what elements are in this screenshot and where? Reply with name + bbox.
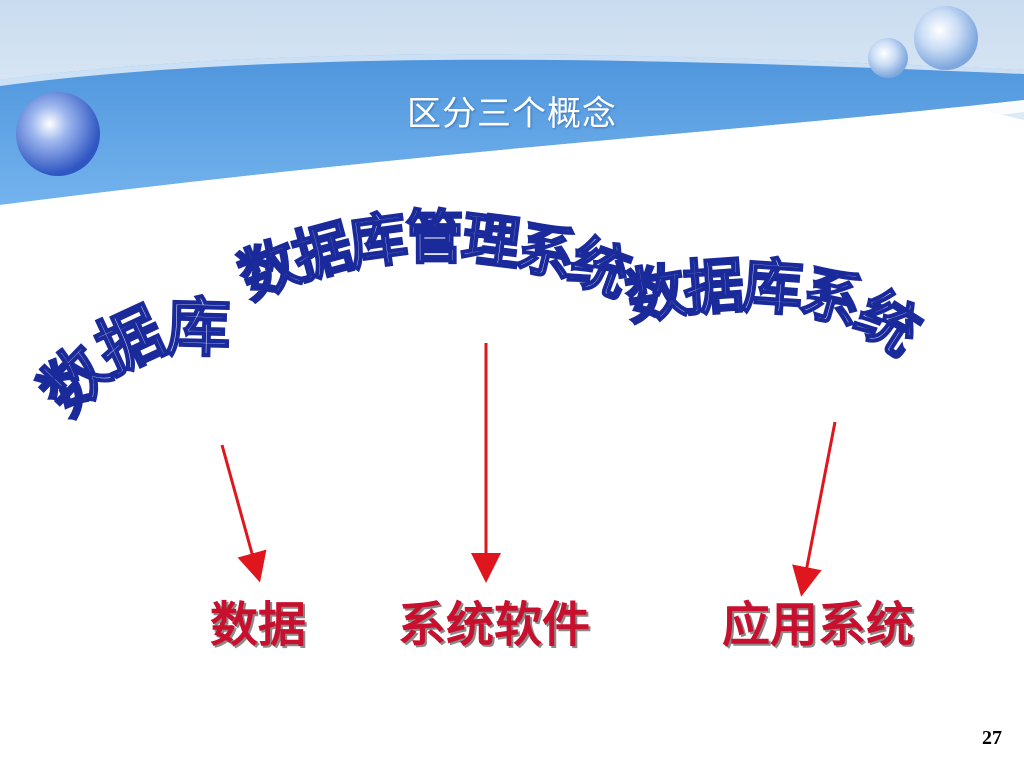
label-application-system: 应用系统	[722, 597, 915, 653]
slide-title: 区分三个概念	[407, 94, 617, 134]
header-background	[0, 0, 1024, 220]
arrow-right-icon	[792, 421, 837, 597]
orb-small-right-icon	[868, 38, 908, 78]
orb-top-right-icon	[914, 6, 978, 70]
page-number: 27	[982, 727, 1002, 749]
label-data: 数据	[210, 597, 307, 653]
orb-left-icon	[16, 92, 100, 176]
arrow-left-icon	[220, 444, 267, 583]
label-system-software: 系统软件	[398, 597, 591, 653]
header-banner	[0, 0, 1024, 220]
